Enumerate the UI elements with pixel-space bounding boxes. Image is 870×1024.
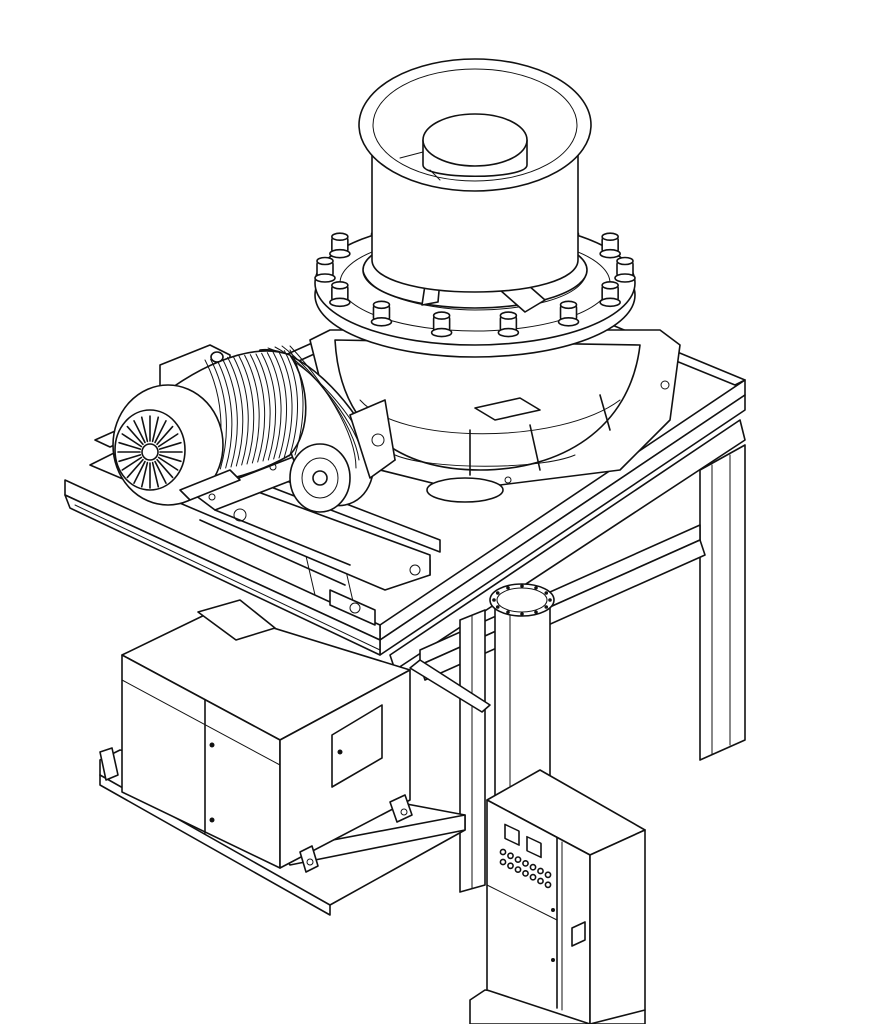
motor-fin-icon: [278, 350, 293, 458]
fan-spoke-icon: [158, 441, 182, 450]
column-bolt-icon: [548, 598, 552, 602]
flange-bolt-icon: [370, 300, 393, 327]
motor-fin-icon: [238, 355, 255, 465]
fan-spoke-icon: [156, 425, 174, 446]
panel-button-icon: [544, 871, 552, 879]
fan-spoke-icon: [121, 433, 143, 448]
motor-fin-icon: [289, 349, 304, 456]
fan-spoke-icon: [157, 456, 179, 471]
fan-spoke-icon: [156, 458, 174, 479]
panel-button-icon: [499, 848, 507, 856]
flange-bolt-icon: [329, 280, 351, 308]
panel-button-icon: [529, 863, 537, 871]
motor-fan-group: [117, 415, 183, 489]
electric-motor-icon: [112, 344, 307, 506]
column-bolt-icon: [495, 591, 500, 595]
fan-spoke-icon: [151, 461, 160, 488]
panel-button-icon: [499, 858, 507, 866]
motor-fin-icon: [266, 352, 282, 460]
fan-spoke-icon: [154, 460, 167, 484]
motor-fin-icon: [283, 350, 299, 457]
fan-spoke-icon: [133, 420, 146, 444]
column-bolt-icon: [520, 584, 524, 588]
hydraulic-unit-cabinet-icon: [99, 599, 466, 916]
crusher-feed-hopper-icon: [358, 58, 592, 293]
panel-button-icon: [514, 866, 522, 873]
flange-bolt-icon: [314, 256, 336, 283]
control-panel-cabinet-icon: [469, 769, 646, 1024]
panel-button-icon: [544, 881, 552, 889]
fan-spoke-icon: [126, 425, 144, 446]
column-bolt-icon: [495, 605, 500, 609]
panel-button-icon: [514, 856, 522, 863]
column-bolt-icon: [506, 586, 510, 590]
flange-bolt-icon: [614, 256, 636, 283]
panel-buttons-group: [499, 848, 552, 889]
fan-spoke-icon: [151, 416, 160, 443]
motor-fins-group: [204, 349, 304, 471]
panel-button-icon: [507, 852, 514, 860]
flange-bolt-icon: [329, 232, 351, 259]
motor-fin-icon: [221, 357, 238, 468]
motor-fin-icon: [232, 356, 249, 466]
motor-fin-icon: [249, 354, 266, 463]
column-bolt-icon: [544, 591, 549, 595]
panel-button-icon: [507, 862, 514, 870]
fan-spoke-icon: [126, 458, 144, 479]
motor-fin-icon: [227, 356, 244, 467]
fan-spoke-icon: [154, 420, 167, 444]
fan-spoke-icon: [133, 460, 146, 484]
column-bolt-icon: [492, 598, 496, 602]
fan-spoke-icon: [140, 461, 149, 488]
motor-fin-icon: [210, 358, 227, 470]
crusher-main-body-icon: [309, 329, 681, 503]
panel-button-icon: [522, 870, 529, 877]
fan-spoke-icon: [118, 454, 142, 463]
flange-bolt-icon: [599, 232, 621, 259]
panel-button-icon: [529, 873, 537, 881]
panel-button-icon: [537, 877, 544, 885]
flange-bolt-icon: [497, 311, 520, 338]
fan-spoke-icon: [158, 454, 182, 463]
flange-bolt-icon: [430, 311, 453, 338]
fan-spoke-icon: [157, 433, 179, 448]
flange-bolt-icon: [557, 300, 580, 327]
support-column-icon: [489, 583, 555, 804]
fan-spoke-icon: [118, 441, 142, 450]
motor-fin-icon: [272, 351, 288, 459]
column-bolt-icon: [544, 605, 549, 609]
fan-spoke-icon: [140, 416, 149, 443]
flange-bolt-icon: [599, 280, 621, 308]
motor-fin-icon: [215, 358, 233, 469]
motor-fin-icon: [255, 353, 271, 462]
column-bolt-icon: [520, 612, 524, 616]
column-bolt-icon: [506, 610, 510, 614]
column-bolt-icon: [534, 610, 538, 614]
motor-fin-icon: [261, 352, 277, 461]
column-bolt-icon: [534, 586, 538, 590]
panel-button-icon: [537, 867, 544, 875]
panel-button-icon: [522, 860, 529, 867]
fan-spoke-icon: [121, 456, 143, 471]
motor-fin-icon: [244, 354, 260, 464]
